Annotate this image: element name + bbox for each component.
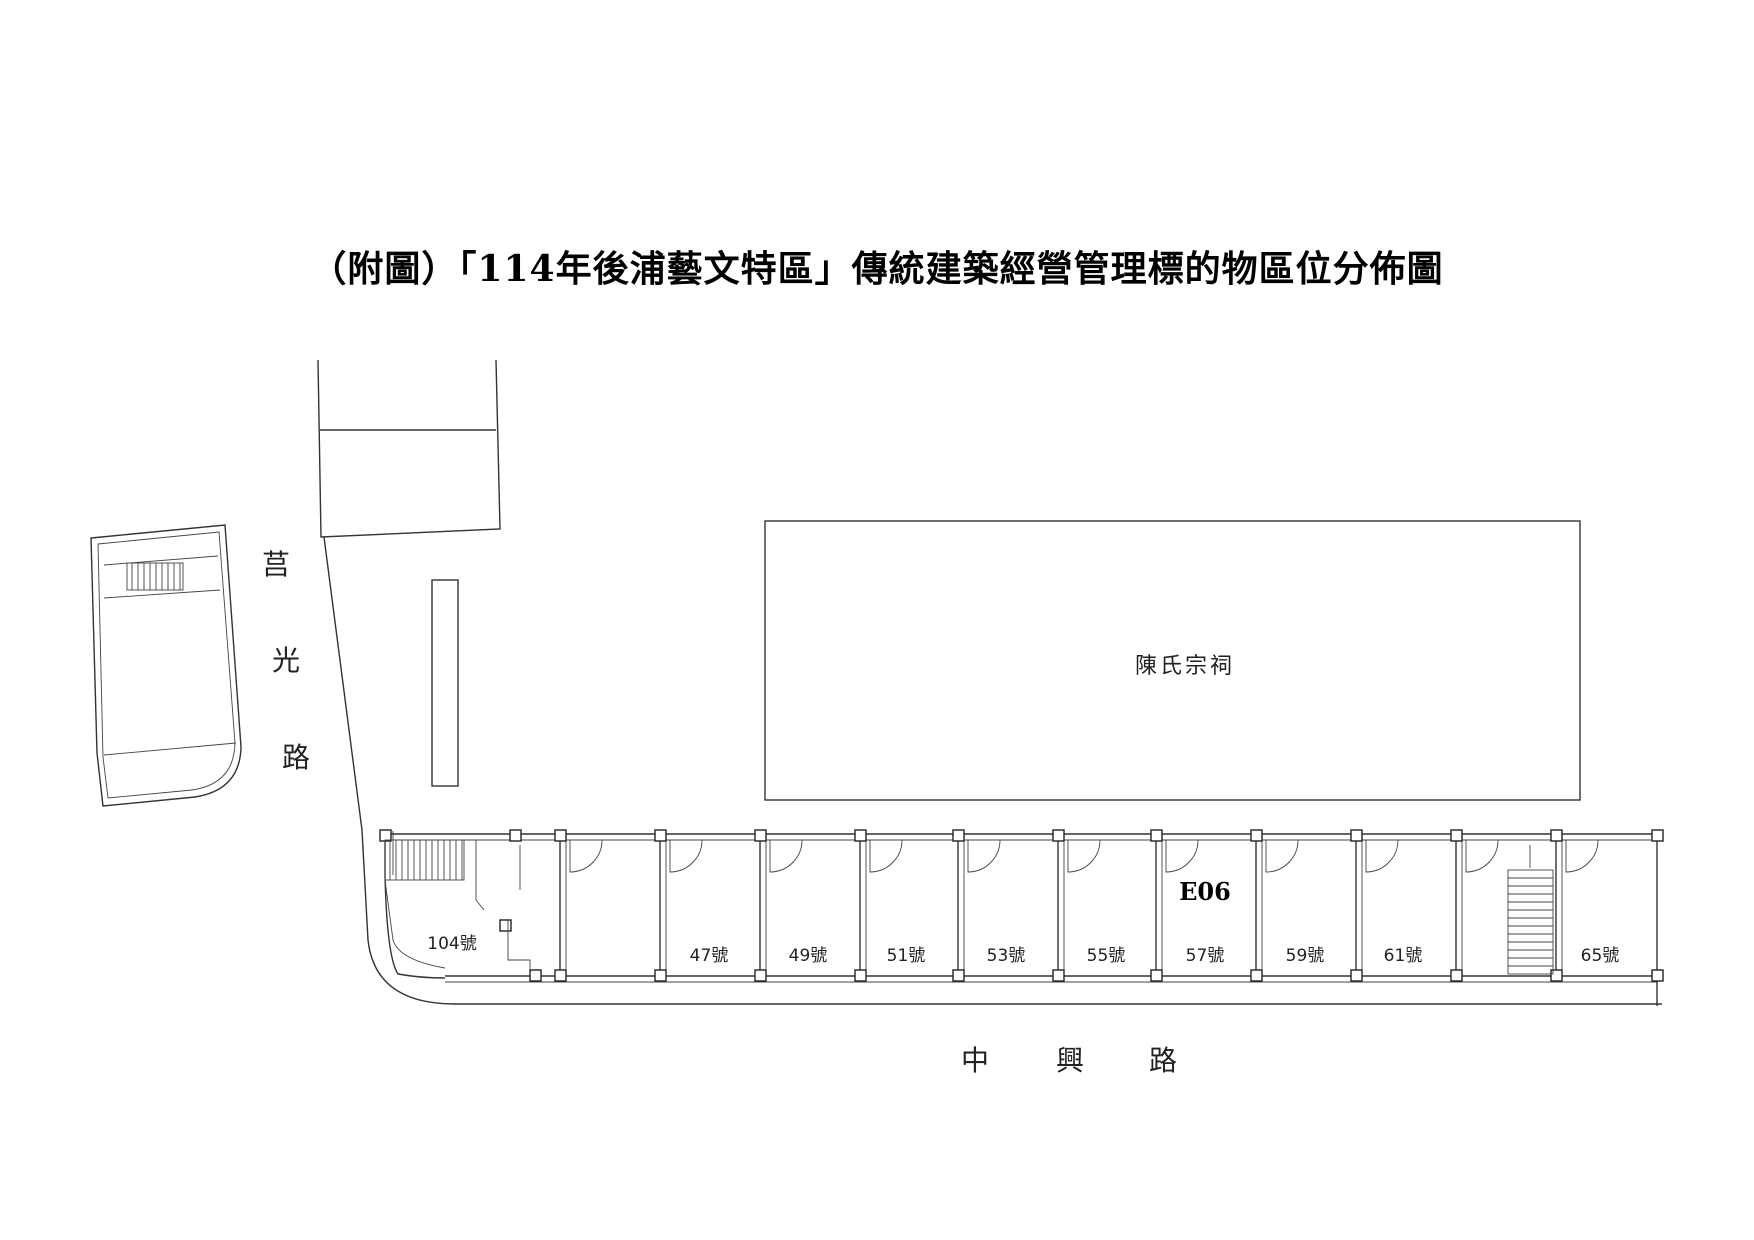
door-swing-icon [1165, 839, 1199, 873]
column-marker [554, 969, 567, 982]
stair-icon [126, 562, 184, 591]
column-marker [509, 829, 522, 842]
column-marker [854, 829, 867, 842]
door-swing-icon [1565, 839, 1599, 873]
target-unit-tag: E06 [1179, 877, 1231, 906]
map-title: （附圖）「114年後浦藝文特區」傳統建築經營管理標的物區位分佈圖 [310, 248, 1444, 290]
door-swing-icon [1265, 839, 1299, 873]
column-marker [952, 969, 965, 982]
road-label-south-char-1: 中 [961, 1044, 989, 1077]
column-marker [1651, 829, 1664, 842]
unit-label-59: 59號 [1286, 946, 1325, 966]
column-marker [754, 829, 767, 842]
column-marker [529, 969, 542, 982]
unit-label-104: 104號 [427, 934, 476, 954]
column-marker [1150, 969, 1163, 982]
unit-label-51: 51號 [887, 946, 926, 966]
column-marker [1350, 969, 1363, 982]
door-swing-icon [1465, 839, 1499, 873]
road-edge-line [323, 536, 1662, 1005]
unit-label-57: 57號 [1186, 946, 1225, 966]
east-stair-icon [1507, 845, 1554, 975]
column-marker [1550, 969, 1563, 982]
road-label-west-char-3: 路 [282, 741, 310, 774]
door-swing-icon [769, 839, 803, 873]
column-marker [1250, 829, 1263, 842]
column-marker [1450, 829, 1463, 842]
column-marker [1150, 829, 1163, 842]
west-building-outline [90, 524, 242, 807]
column-marker [1052, 829, 1065, 842]
door-swing-icon [869, 839, 903, 873]
column-marker [754, 969, 767, 982]
column-marker [379, 829, 392, 842]
unit-label-53: 53號 [987, 946, 1026, 966]
unit-label-65: 65號 [1581, 946, 1620, 966]
corner-stair-icon [384, 839, 531, 970]
door-swing-icon [967, 839, 1001, 873]
shophouse-row [379, 829, 1664, 1006]
door-swing-icon [569, 839, 603, 873]
column-marker [1350, 829, 1363, 842]
door-swing-icon [669, 839, 703, 873]
column-marker [1651, 969, 1664, 982]
unit-label-49: 49號 [789, 946, 828, 966]
ancestral-hall-label: 陳氏宗祠 [1135, 654, 1235, 679]
narrow-structure [431, 579, 459, 787]
column-marker [554, 829, 567, 842]
unit-label-47: 47號 [690, 946, 729, 966]
column-marker [499, 919, 512, 932]
road-label-south-char-3: 路 [1149, 1044, 1177, 1077]
unit-label-61: 61號 [1384, 946, 1423, 966]
column-marker [1052, 969, 1065, 982]
column-marker [654, 969, 667, 982]
north-building-outline [317, 359, 501, 538]
column-marker [1450, 969, 1463, 982]
ancestral-hall-outline [764, 520, 1581, 801]
door-swing-icon [1365, 839, 1399, 873]
column-marker [854, 969, 867, 982]
road-label-west-char-1: 莒 [262, 548, 290, 581]
door-swing-icon [1067, 839, 1101, 873]
column-marker [1550, 829, 1563, 842]
column-marker [952, 829, 965, 842]
column-marker [654, 829, 667, 842]
column-marker [1250, 969, 1263, 982]
unit-label-55: 55號 [1087, 946, 1126, 966]
road-label-south-char-2: 興 [1056, 1044, 1084, 1077]
road-label-west-char-2: 光 [272, 644, 300, 677]
